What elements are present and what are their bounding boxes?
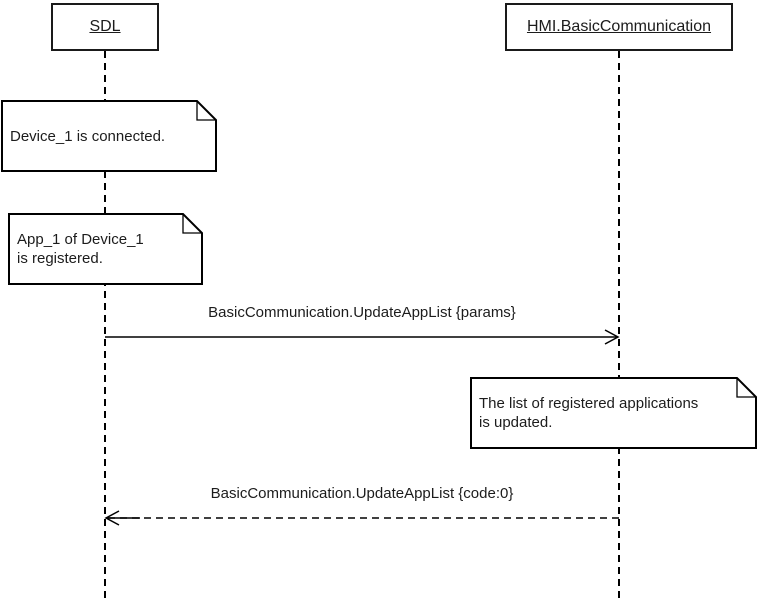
participant-box-sdl: SDL: [51, 3, 159, 51]
arrowhead-right-icon: [604, 329, 620, 345]
note-text: Device_1 is connected.: [10, 127, 166, 145]
participant-label-sdl: SDL: [89, 18, 121, 35]
participant-box-hmi-basiccommunication: HMI.BasicCommunication: [505, 3, 733, 51]
note-device-connected: Device_1 is connected.: [1, 100, 217, 172]
note-text: App_1 of Device_1 is registered.: [17, 231, 144, 267]
note-list-updated: The list of registered applications is u…: [470, 377, 757, 449]
arrowhead-left-icon: [104, 510, 120, 526]
message-label-updateapplist-response: BasicCommunication.UpdateAppList {code:0…: [210, 485, 514, 502]
participant-label-hmi-basiccommunication: HMI.BasicCommunication: [526, 18, 712, 35]
message-label-updateapplist-request: BasicCommunication.UpdateAppList {params…: [208, 304, 516, 321]
note-shape-icon: [1, 100, 217, 172]
note-shape-icon: [8, 213, 203, 285]
message-arrow-updateapplist-response: [104, 510, 619, 526]
note-text: The list of registered applications is u…: [479, 395, 699, 431]
note-shape-icon: [470, 377, 757, 449]
message-arrow-updateapplist-request: [105, 329, 620, 345]
note-app-registered: App_1 of Device_1 is registered.: [8, 213, 203, 285]
